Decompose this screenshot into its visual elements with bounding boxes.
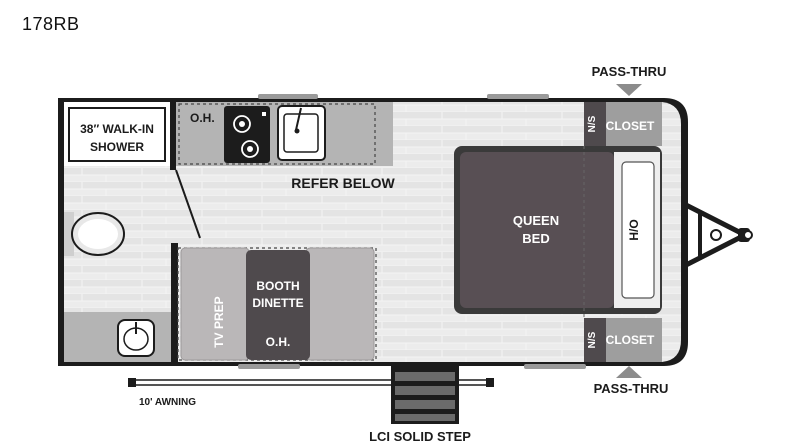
booth-label-line2: DINETTE: [252, 296, 303, 310]
bath-sink: [64, 312, 171, 362]
pass-thru-bottom-label: PASS-THRU: [594, 381, 669, 396]
kitchen-overhead-label: O.H.: [190, 111, 215, 125]
ns-bottom-label: N/S: [587, 331, 598, 348]
booth-overhead-label: O.H.: [266, 335, 291, 349]
queen-bed-label-line1: QUEEN: [513, 213, 559, 228]
hitch: [684, 202, 753, 268]
arrow-up-icon: [616, 366, 642, 378]
awning: 10' AWNING: [128, 378, 494, 408]
shower-label-line1: 38″ WALK-IN: [80, 122, 154, 136]
closet-top-label: CLOSET: [606, 119, 655, 133]
model-title: 178RB: [22, 14, 80, 34]
booth-label-line1: BOOTH: [256, 279, 299, 293]
bath-wall-lower: [171, 243, 178, 362]
ns-top-label: N/S: [587, 115, 598, 132]
closet-bottom: N/S CLOSET: [584, 318, 662, 362]
bath-wall-upper: [170, 102, 176, 170]
shower: 38″ WALK-IN SHOWER: [64, 102, 170, 166]
entry-step: LCI SOLID STEP: [369, 366, 471, 444]
bath-door: [175, 169, 201, 239]
pass-thru-bottom: PASS-THRU: [594, 366, 669, 396]
queen-bed-label-line2: BED: [522, 231, 549, 246]
tv-prep-label: TV PREP: [212, 296, 226, 347]
booth-dinette: BOOTH DINETTE O.H. TV PREP: [177, 247, 377, 361]
windows: [238, 94, 586, 369]
pass-thru-top: PASS-THRU: [592, 64, 667, 96]
pass-thru-top-label: PASS-THRU: [592, 64, 667, 79]
arrow-down-icon: [616, 84, 642, 96]
head-overhead-label: H/O: [627, 219, 641, 240]
kitchen-counter: O.H.: [176, 102, 393, 166]
closet-top: N/S CLOSET: [584, 102, 662, 146]
refer-label: REFER BELOW: [291, 175, 395, 191]
closet-bottom-label: CLOSET: [606, 333, 655, 347]
awning-label: 10' AWNING: [139, 397, 196, 408]
queen-bed: QUEEN BED H/O: [454, 146, 662, 314]
step-label: LCI SOLID STEP: [369, 429, 471, 444]
toilet: [64, 212, 125, 256]
shower-label-line2: SHOWER: [90, 140, 144, 154]
